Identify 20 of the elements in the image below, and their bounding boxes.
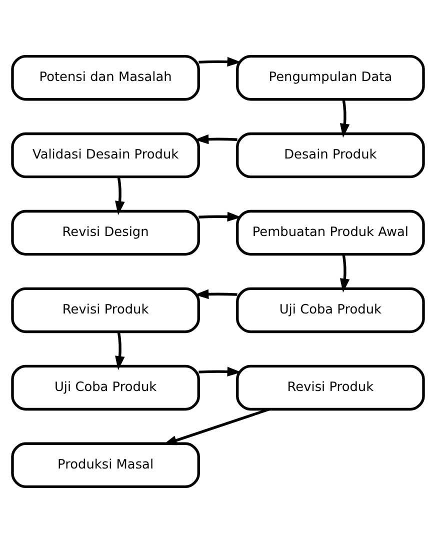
arrow [194,134,238,144]
node-box: Uji Coba Produk [11,364,200,410]
node-box: Pembuatan Produk Awal [236,209,425,256]
node-box: Revisi Produk [11,286,200,333]
node-box: Produksi Masal [11,442,200,488]
node-box: Revisi Design [11,209,200,256]
node-box: Potensi dan Masalah [11,54,200,100]
node-box: Validasi Desain Produk [11,132,200,178]
arrow [340,254,350,292]
node-box: Pengumpulan Data [236,54,425,100]
arrow [198,56,242,66]
arrow [194,288,238,299]
arrow [340,98,350,138]
arrow [198,366,242,376]
arrow [198,211,242,222]
node-box: Uji Coba Produk [236,286,425,333]
node-box: Revisi Produk [236,364,425,410]
node-box: Desain Produk [236,132,425,178]
arrow [115,331,125,370]
arrow [115,176,125,215]
